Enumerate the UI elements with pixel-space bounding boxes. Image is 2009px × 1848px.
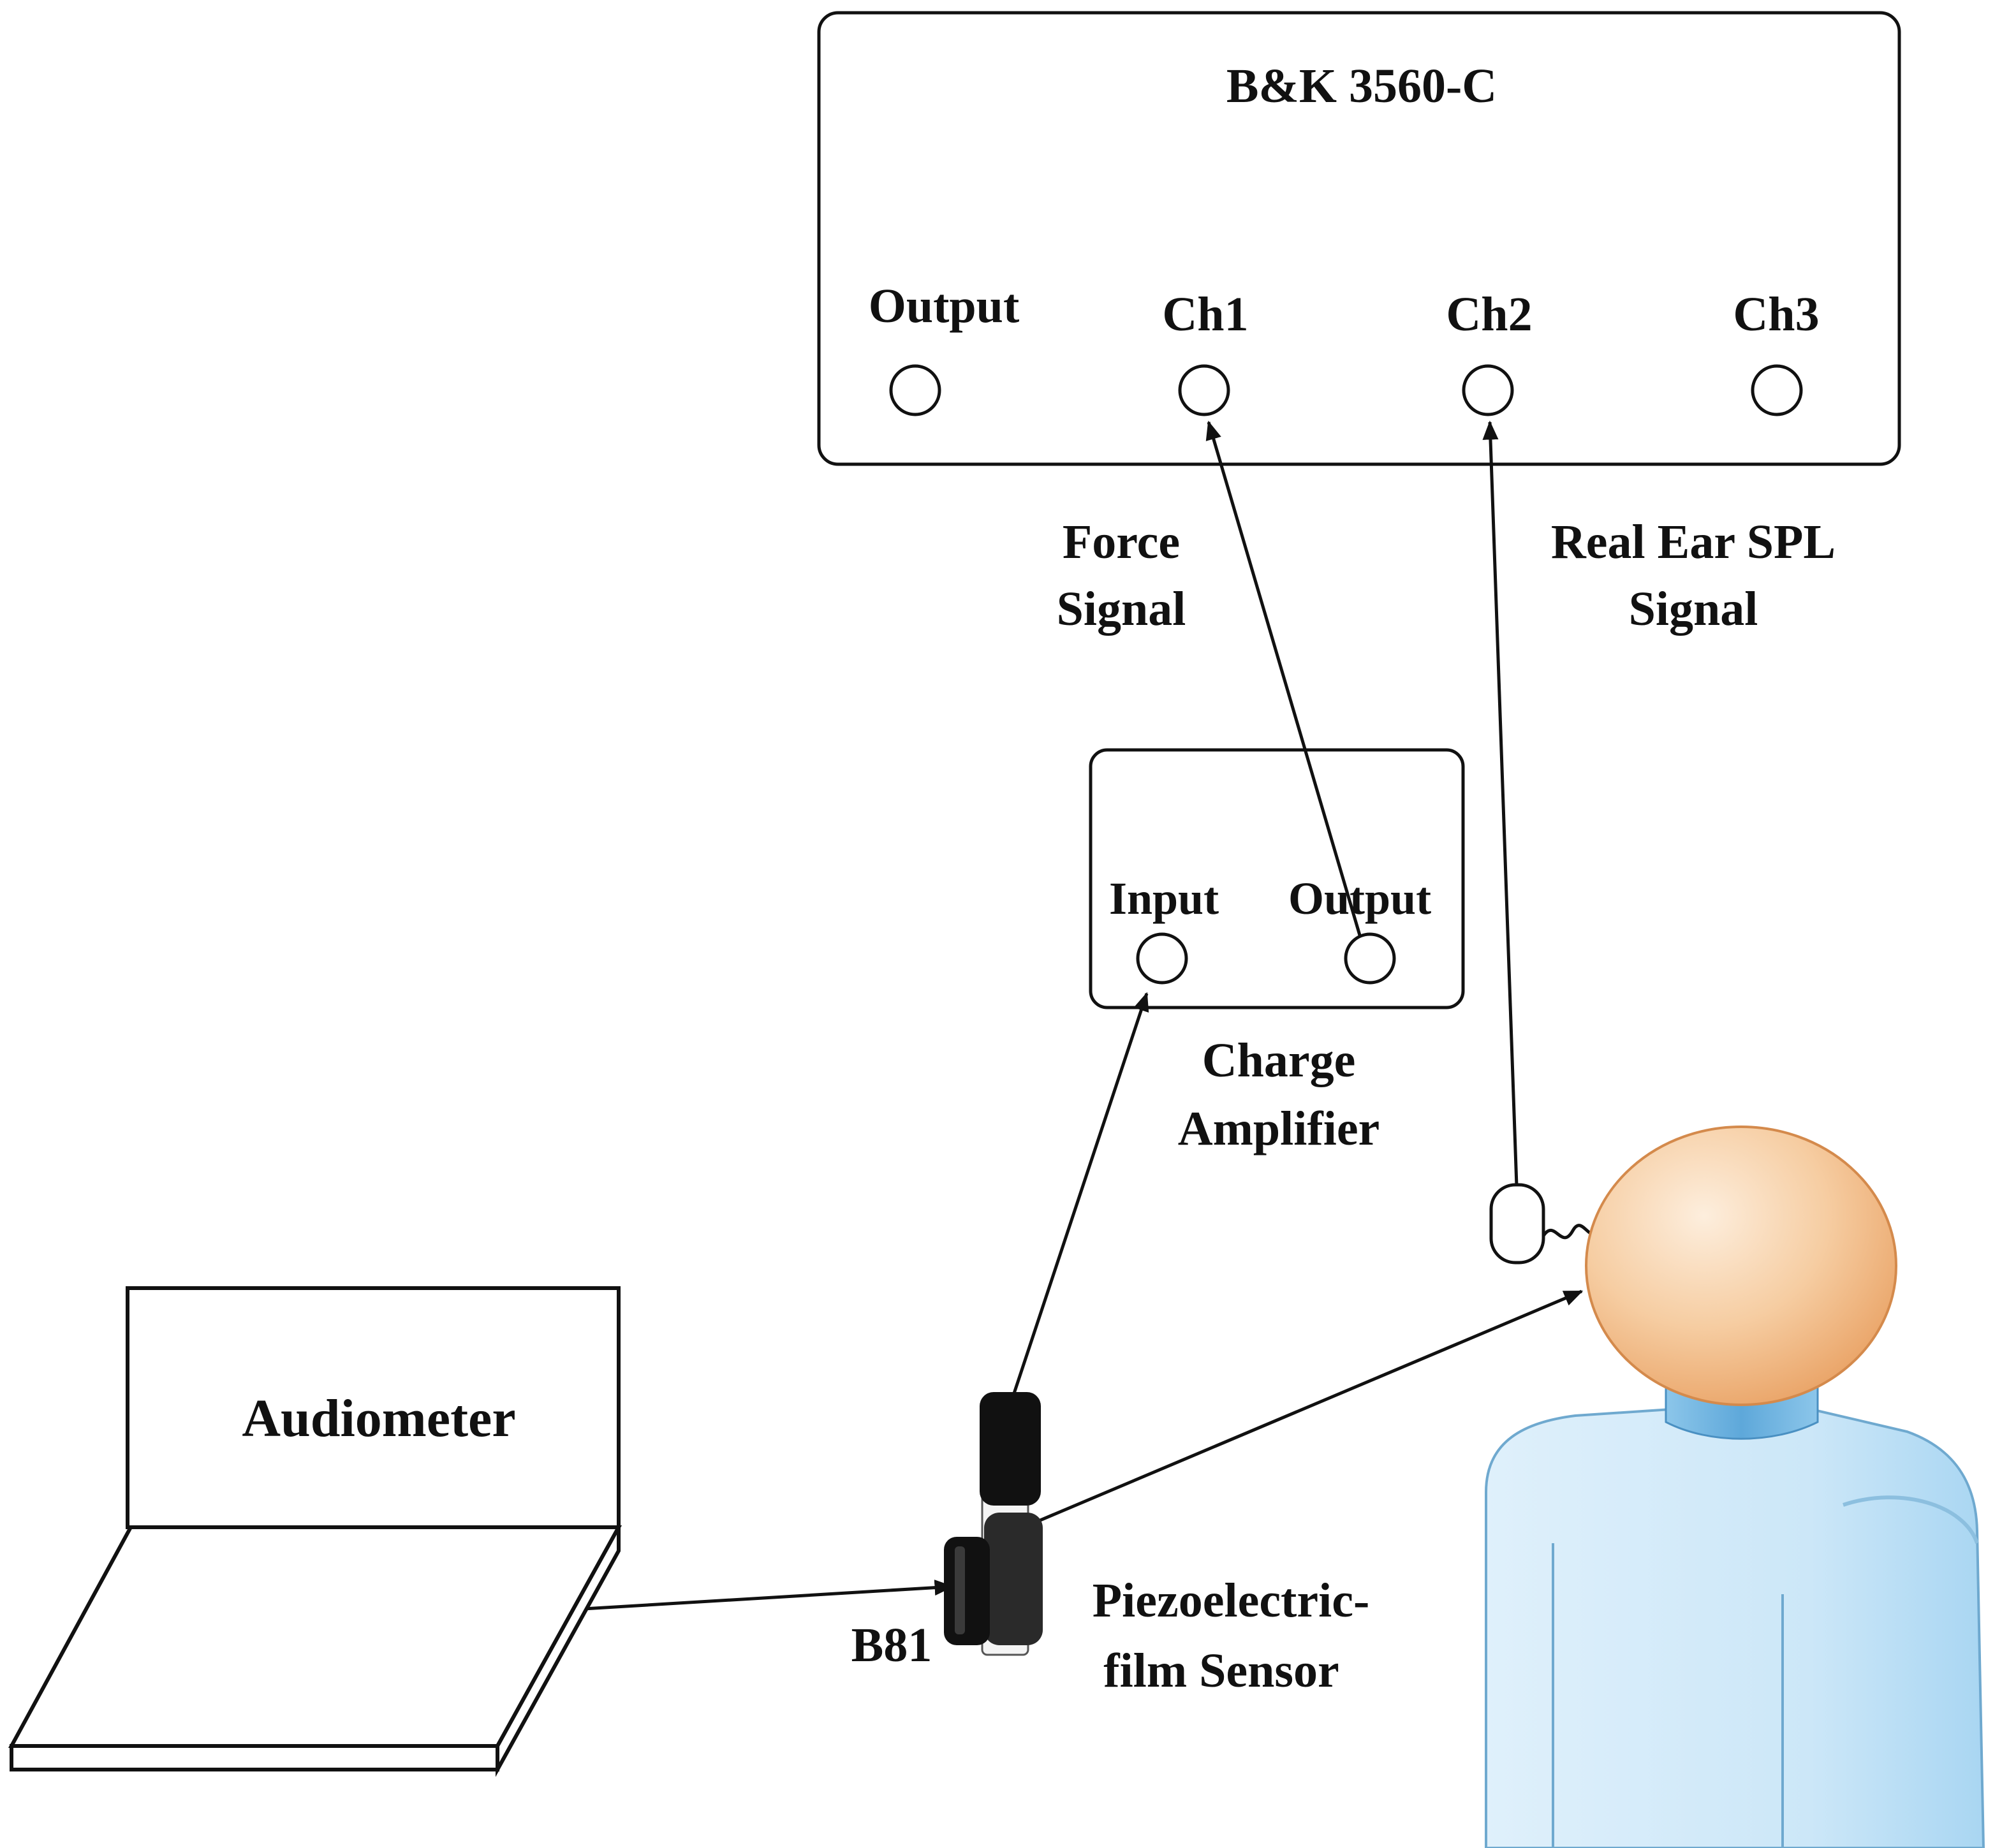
b81-transducer-ridge [955,1546,965,1634]
spl-signal-label-line2: Signal [1629,582,1758,636]
charge-amplifier-caption-line2: Amplifier [1178,1102,1380,1155]
analyzer-port-label-ch2: Ch2 [1446,288,1532,341]
audiometer-base-front [10,1744,499,1771]
analyzer-port-label-ch1: Ch1 [1162,288,1248,341]
spl-signal-wire [1482,420,1519,1187]
charge-amplifier-input-label: Input [1109,873,1219,924]
sensor-label-line1: Piezoelectric- [1093,1574,1370,1627]
analyzer-port-ch3 [1751,364,1803,416]
analyzer-port-label-output: Output [869,279,1020,333]
audiometer-laptop: Audiometer [8,1286,622,1777]
analyzer-port-output [889,364,941,416]
sensor-label-line2: film Sensor [1103,1644,1339,1698]
analyzer-port-ch1 [1178,364,1230,416]
force-signal-wire [1205,420,1362,938]
person-shoulder-fold [1843,1495,1979,1544]
analyzer-port-ch2 [1462,364,1514,416]
force-signal-label-line1: Force [1063,515,1180,569]
person-body [1485,1408,1985,1848]
b81-label: B81 [851,1618,932,1672]
charge-amplifier-input-port [1136,932,1188,985]
person-figure [1485,1126,1985,1848]
probe-microphone [1489,1183,1545,1265]
b81-transducer-body [944,1537,990,1645]
force-signal-label-line2: Signal [1057,582,1186,636]
charge-amplifier-output-port [1344,932,1396,985]
analyzer-frame [817,11,1901,466]
charge-amplifier-caption-line1: Charge [1202,1034,1356,1087]
audiometer-label: Audiometer [242,1389,515,1448]
audiometer-base-side [496,1520,621,1777]
spl-signal-label-line1: Real Ear SPL [1551,515,1836,569]
sensor-to-amplifier-wire [1009,992,1149,1404]
probe-microphone-cable [1542,1224,1600,1240]
analyzer-port-label-ch3: Ch3 [1733,288,1819,341]
charge-amplifier-box: Input Output [1089,748,1465,1009]
b81-transducer [984,1513,1043,1645]
audiometer-to-b81-wire [583,1580,954,1611]
analyzer-box: B&K 3560-C Output Ch1 Ch2 Ch3 [817,11,1901,466]
analyzer-title: B&K 3560-C [1226,59,1497,113]
person-head [1585,1126,1897,1406]
piezo-sensor-assembly [944,1392,1043,1656]
b81-to-head-wire [1023,1289,1584,1529]
charge-amplifier-output-label: Output [1288,873,1431,924]
piezo-film-sensor-pad [980,1392,1041,1506]
audiometer-screen [126,1286,621,1529]
